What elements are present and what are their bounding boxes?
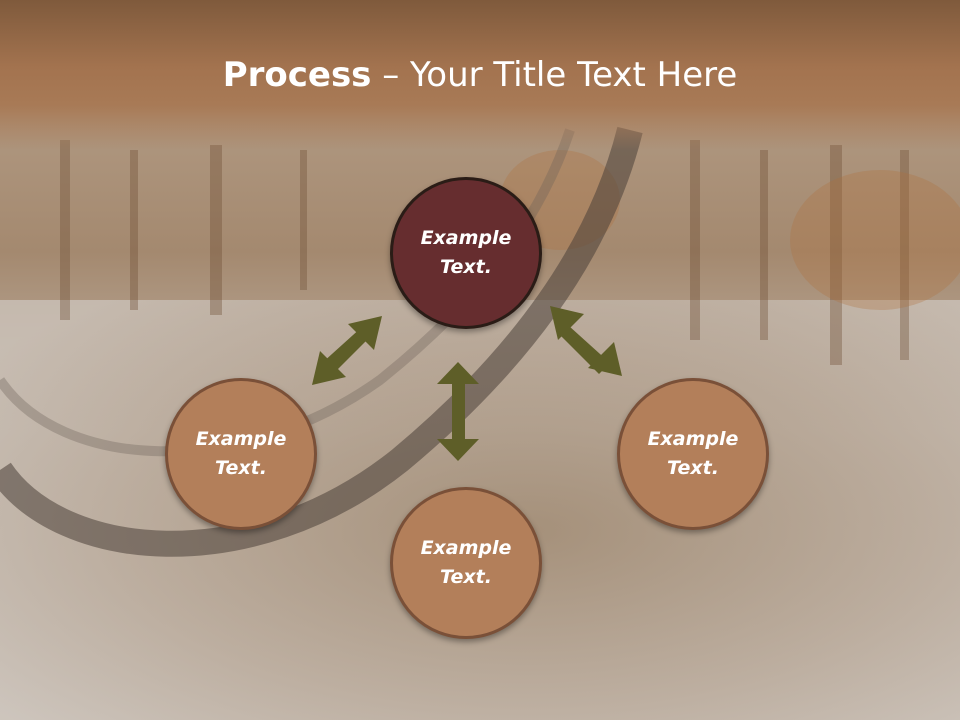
double-arrow-icon [550, 306, 622, 376]
title-bar [0, 0, 960, 150]
process-node-top[interactable]: Example Text. [390, 177, 542, 329]
process-node-left[interactable]: Example Text. [165, 378, 317, 530]
title-rest: – Your Title Text Here [371, 55, 738, 95]
process-node-right[interactable]: Example Text. [617, 378, 769, 530]
node-top-label: Example Text. [420, 227, 512, 278]
node-right-label: Example Text. [647, 428, 739, 479]
title-bold: Process [222, 55, 372, 95]
process-node-bottom[interactable]: Example Text. [390, 487, 542, 639]
double-arrow-icon [312, 316, 382, 385]
double-arrow-icon [437, 362, 479, 461]
node-left-label: Example Text. [195, 428, 287, 479]
node-bottom-label: Example Text. [420, 537, 512, 588]
slide-title: Process – Your Title Text Here [0, 52, 960, 98]
